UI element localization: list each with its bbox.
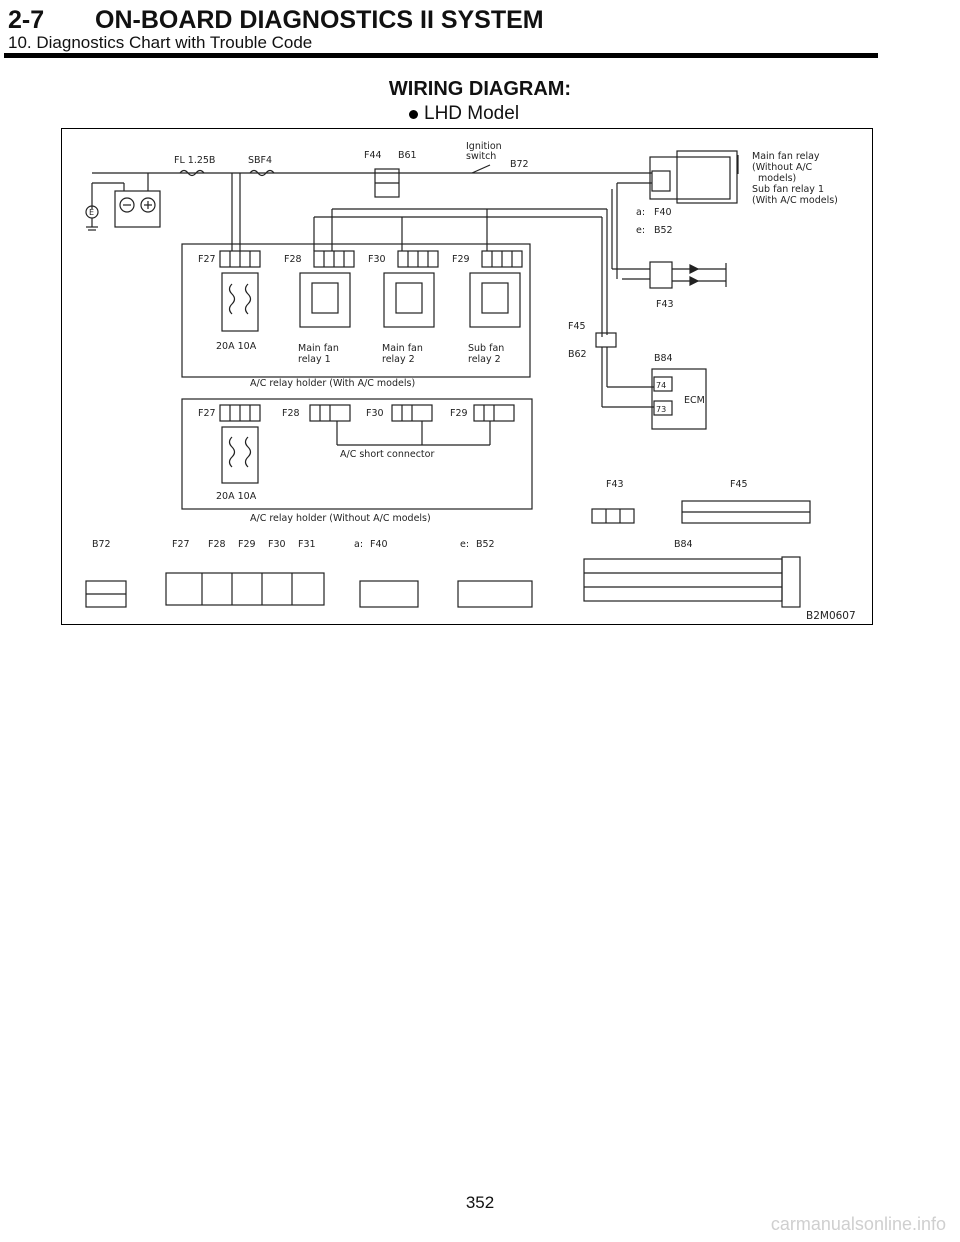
e-prefix: e: [636,225,645,236]
e-connector-prefix: e: [460,539,469,550]
ignition-label: Ignition [466,141,502,152]
page-subtitle: 10. Diagnostics Chart with Trouble Code [8,33,313,52]
relay-legend-1: Main fan relay [752,151,820,162]
f28-tag-without-ac: F28 [282,408,300,419]
battery [114,190,161,228]
bullet-icon [409,109,418,119]
a-prefix: a: [636,207,645,218]
ecm-pin-74: 74 [656,381,666,390]
relay-legend-3: models) [758,173,796,184]
header-rule [4,53,878,58]
diagram-title: WIRING DIAGRAM: [388,78,572,100]
f31-connector-tag: F31 [298,539,316,550]
f44-tag: F44 [364,150,382,161]
f28-tag-with-ac: F28 [284,254,302,265]
f27-connector-tag: F27 [172,539,190,550]
model-label: LHD Model [424,103,520,124]
f30-connector-tag: F30 [268,539,286,550]
f45-tag: F45 [568,321,586,332]
b52-connector-tag: B52 [476,539,495,550]
relay-legend-5: (With A/C models) [752,195,838,206]
f27-tag-with-ac: F27 [198,254,216,265]
b72-tag: B72 [510,159,529,170]
relay-holder-without-ac [181,398,533,510]
main-fan-relay-2-label-a: Main fan [382,343,423,354]
f43-connector-tag: F43 [606,479,624,490]
section-number: 2-7 [8,6,45,34]
sbf-label: SBF4 [248,155,272,166]
ecm-box [651,368,707,430]
main-fan-relay-2-label-b: relay 2 [382,354,415,365]
page-number: 352 [465,1193,495,1212]
b72-connector-tag: B72 [92,539,111,550]
ecm-pin-73: 73 [656,405,666,414]
main-fan-relay-1-label-b: relay 1 [298,354,331,365]
sub-fan-relay-2-label-a: Sub fan [468,343,504,354]
f30-tag-with-ac: F30 [368,254,386,265]
fusible-link-icon [179,169,205,177]
main-fan-relay-1-label-a: Main fan [298,343,339,354]
f29-tag-with-ac: F29 [452,254,470,265]
page-title: ON-BOARD DIAGNOSTICS II SYSTEM [95,6,544,34]
relay-legend-4: Sub fan relay 1 [752,184,824,195]
f28-connector-tag: F28 [208,539,226,550]
fusible-link-label: FL 1.25B [174,155,215,166]
f30-tag-without-ac: F30 [366,408,384,419]
f40-connector-tag: F40 [370,539,388,550]
f27-tag-without-ac: F27 [198,408,216,419]
holder-with-ac-caption: A/C relay holder (With A/C models) [250,378,415,389]
b84-tag: B84 [654,353,673,364]
f29-connector-tag: F29 [238,539,256,550]
wiring-diagram-frame: FL 1.25B SBF4 F44 B61 Ignition switch B7… [61,128,873,625]
fuse-ratings-without-ac: 20A 10A [216,491,257,502]
f43-tag: F43 [656,299,674,310]
ground-label: E [89,208,94,217]
ecm-label: ECM [684,395,705,406]
a-connector-prefix: a: [354,539,363,550]
b52-tag: B52 [654,225,673,236]
f29-tag-without-ac: F29 [450,408,468,419]
relay-holder-with-ac [181,243,531,378]
switch-label: switch [466,151,496,162]
model-item: LHD Model [409,103,519,125]
relay-legend-2: (Without A/C [752,162,813,173]
f40-tag: F40 [654,207,672,218]
short-connector-label: A/C short connector [340,449,434,460]
fuse-ratings-with-ac: 20A 10A [216,341,257,352]
b84-connector-tag: B84 [674,539,693,550]
watermark: carmanualsonline.info [770,1214,946,1234]
figure-code: B2M0607 [806,610,856,622]
f45-connector-tag: F45 [730,479,748,490]
b62-tag: B62 [568,349,587,360]
holder-without-ac-caption: A/C relay holder (Without A/C models) [250,513,431,524]
sub-fan-relay-2-label-b: relay 2 [468,354,501,365]
wiring-diagram: FL 1.25B SBF4 F44 B61 Ignition switch B7… [85,141,856,622]
b61-tag: B61 [398,150,417,161]
